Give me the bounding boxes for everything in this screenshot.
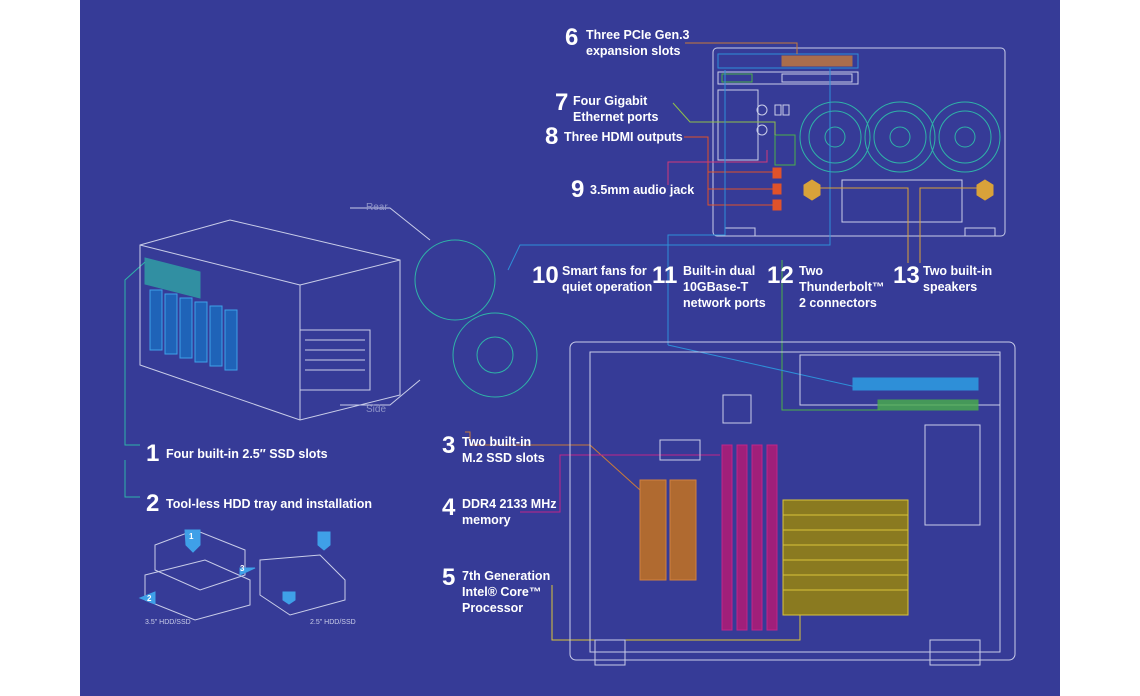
tray-step-2: 2 <box>147 594 152 603</box>
nas-perspective-view <box>139 219 538 421</box>
feature-label: Tool-less HDD tray and installation <box>166 497 373 511</box>
side-view-motherboard <box>569 341 1016 666</box>
tray-step-3: 3 <box>240 564 245 573</box>
fan-icon <box>864 101 936 173</box>
tray-label-35: 3.5" HDD/SSD <box>145 619 191 626</box>
feature-label: Four built-in 2.5″ SSD slots <box>166 447 328 461</box>
fan-icon <box>929 101 1001 173</box>
tray-label-25: 2.5" HDD/SSD <box>310 619 356 626</box>
hdd-tray-illustration <box>138 529 346 621</box>
rear-view-label: Rear <box>366 202 388 213</box>
side-view-label: Side <box>366 404 387 415</box>
tray-step-1: 1 <box>189 532 194 541</box>
fan-icon <box>799 101 871 173</box>
rear-view-device <box>712 47 1006 237</box>
